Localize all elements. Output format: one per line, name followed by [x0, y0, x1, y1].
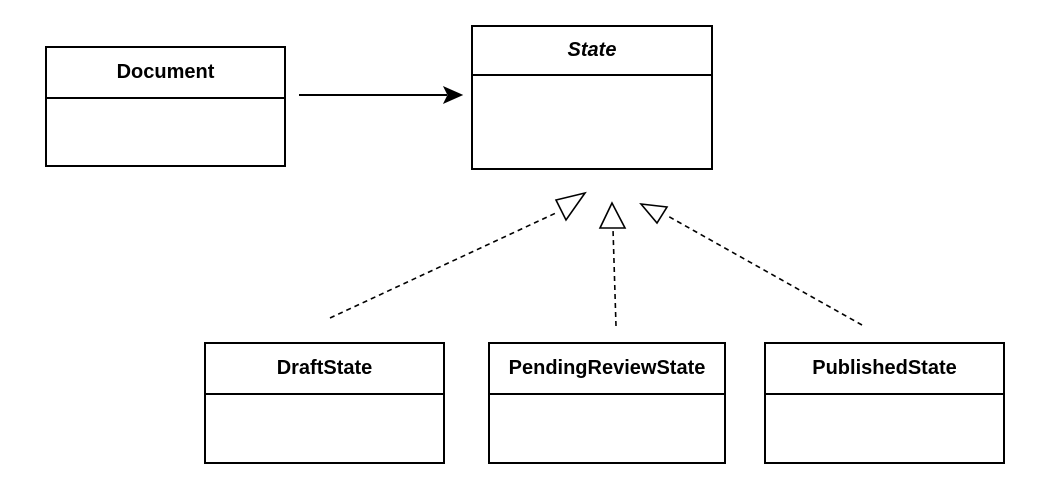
- class-name-state: State: [473, 27, 711, 76]
- hollow-triangle-icon: [598, 201, 627, 229]
- class-draft-state[interactable]: DraftState: [204, 342, 445, 464]
- realization-published-state: [639, 202, 863, 326]
- class-published-state[interactable]: PublishedState: [764, 342, 1005, 464]
- dashed-line: [612, 228, 617, 327]
- association-document-state: [299, 85, 464, 105]
- class-name-document: Document: [47, 48, 284, 99]
- dashed-line: [665, 214, 863, 326]
- hollow-triangle-icon: [554, 191, 587, 222]
- realization-draft-state: [329, 191, 587, 319]
- class-state[interactable]: State: [471, 25, 713, 170]
- class-body-state: [473, 76, 711, 168]
- class-pending-review-state[interactable]: PendingReviewState: [488, 342, 726, 464]
- arrowhead-icon: [442, 85, 464, 105]
- class-name-published-state: PublishedState: [766, 344, 1003, 395]
- class-name-draft-state: DraftState: [206, 344, 443, 395]
- class-document[interactable]: Document: [45, 46, 286, 167]
- class-body-document: [47, 99, 284, 165]
- realization-pending-state: [598, 201, 627, 327]
- dashed-line: [329, 211, 559, 319]
- class-name-pending-review-state: PendingReviewState: [490, 344, 724, 395]
- class-body-draft-state: [206, 395, 443, 462]
- class-body-published-state: [766, 395, 1003, 462]
- class-body-pending-review-state: [490, 395, 724, 462]
- hollow-triangle-icon: [639, 202, 669, 225]
